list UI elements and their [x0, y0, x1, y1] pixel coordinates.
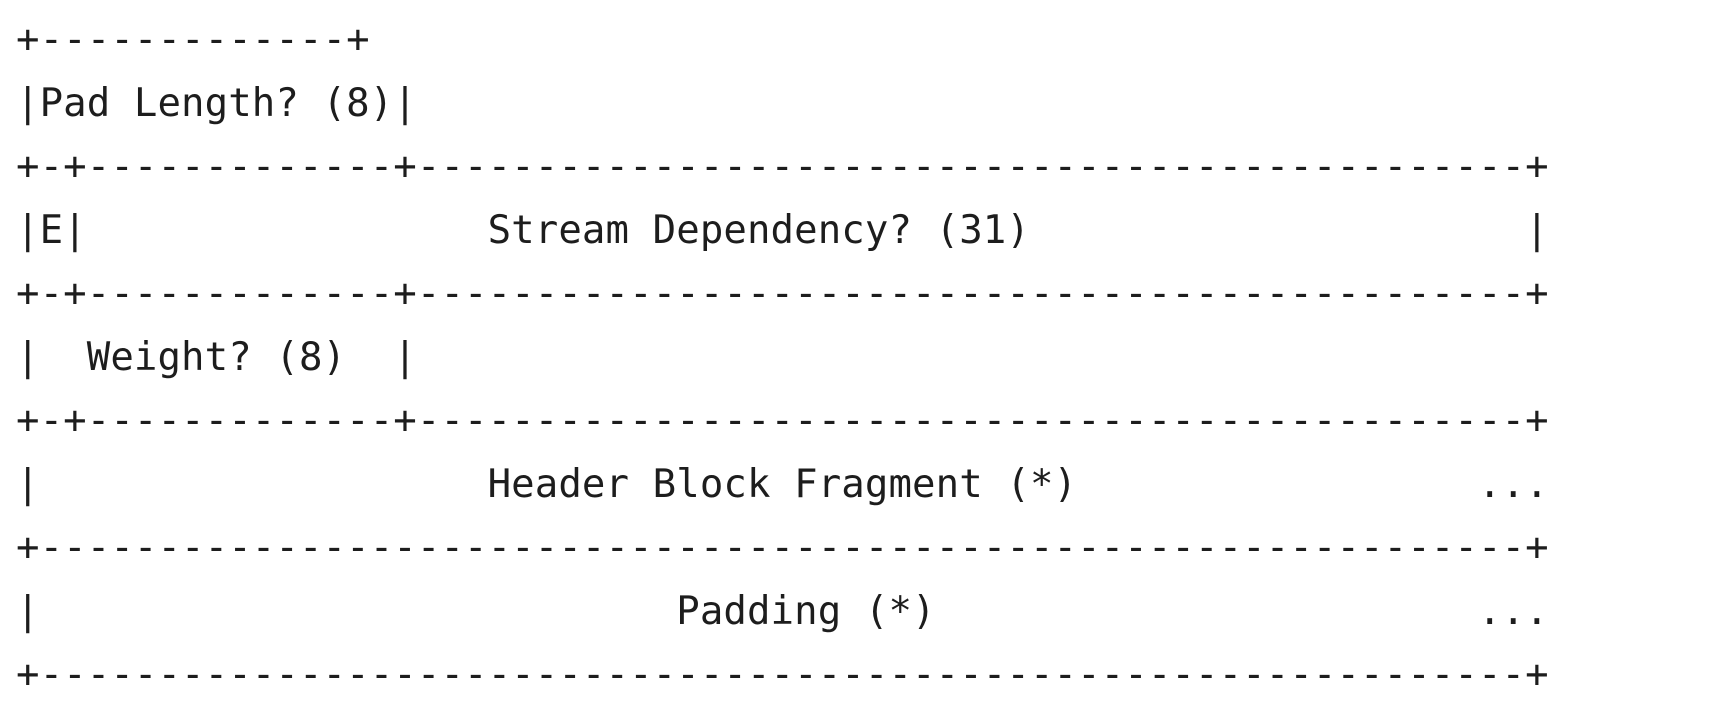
field-header-block-fragment: | Header Block Fragment (*) ... [16, 461, 1549, 507]
border-top-pad-length: +-------------+ [16, 17, 370, 62]
border-row-4: +---------------------------------------… [16, 525, 1549, 570]
field-weight: | Weight? (8) | [16, 334, 417, 380]
border-row-2: +-+-------------+-----------------------… [16, 271, 1549, 316]
field-e-stream-dependency: |E| Stream Dependency? (31) | [16, 207, 1549, 253]
border-row-3: +-+-------------+-----------------------… [16, 398, 1549, 443]
field-padding: | Padding (*) ... [16, 588, 1549, 634]
ascii-frame-layout: +-------------+ |Pad Length? (8)| +-+-----… [16, 8, 1549, 707]
border-bottom: +---------------------------------------… [16, 652, 1549, 697]
border-row-1: +-+-------------+-----------------------… [16, 144, 1549, 189]
field-pad-length: |Pad Length? (8)| [16, 80, 417, 126]
